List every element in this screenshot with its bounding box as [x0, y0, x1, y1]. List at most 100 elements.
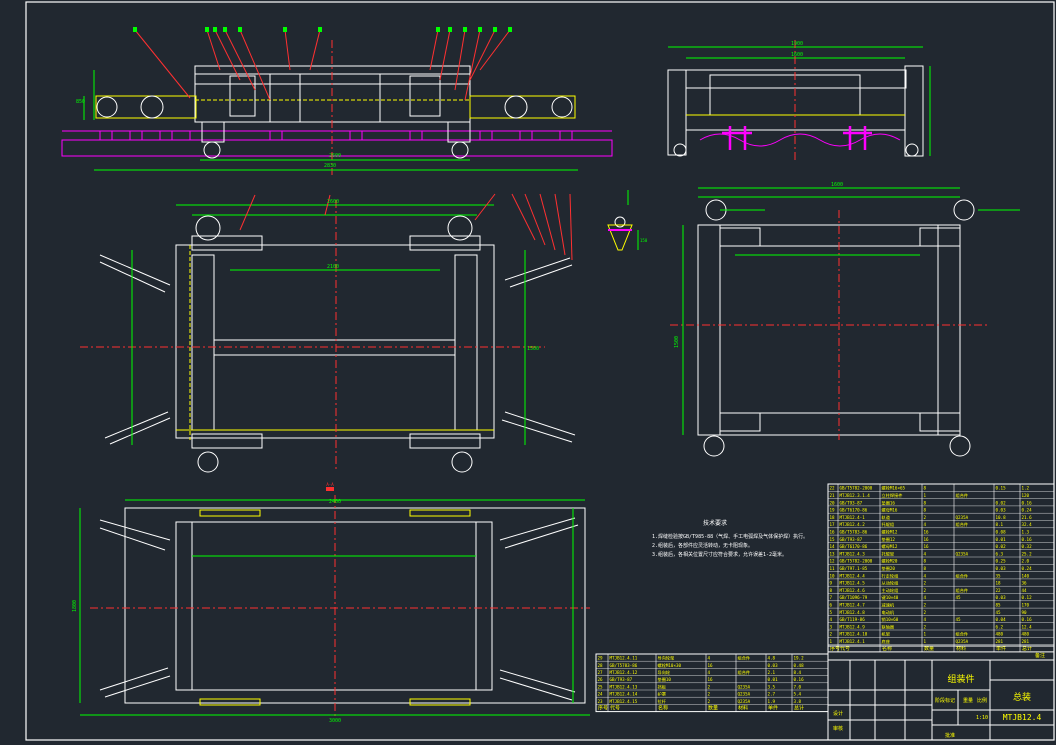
bom-left-cell: 25 [598, 684, 604, 689]
bom-right-cell: 16 [924, 530, 930, 535]
bom-right-cell: 垫圈16 [882, 499, 896, 506]
side-inner-dim: 1600 [791, 52, 803, 58]
title-approver-label: 批准 [945, 732, 955, 739]
bom-left-header-cell: 数量 [708, 705, 718, 712]
bottom-height-dim: 1800 [72, 600, 78, 612]
bom-left-cell: 4.8 [768, 656, 776, 661]
bom-right-cell: 2 [924, 515, 927, 520]
top-span-dim: 2600 [327, 199, 339, 205]
bom-right-cell: 10 [830, 573, 836, 578]
bom-left-cell: 2.1 [768, 670, 776, 675]
bom-left-cell: MTJB12.4.13 [610, 684, 638, 689]
bom-right-cell: 281 [996, 639, 1004, 644]
bom-right-cell: 13 [830, 551, 836, 556]
right-total-dim: 1600 [831, 182, 843, 188]
bom-right-cell: 1 [924, 493, 927, 498]
bom-right-cell: GB/T97.1-85 [840, 566, 868, 571]
bom-left-header-cell: 单件 [768, 705, 778, 712]
bom-right-cell: 销10×60 [882, 616, 899, 623]
bom-left-header-cell: 材料 [738, 705, 748, 712]
bom-right-cell: 140 [1022, 573, 1030, 578]
bom-right-cell: 6 [830, 603, 833, 608]
bom-right-cell: 18 [830, 515, 836, 520]
bom-right-cell: 4 [830, 617, 833, 622]
bom-right-cell: MTJB12.4.6 [840, 588, 866, 593]
bom-left-cell: Q235A [738, 684, 751, 689]
bom-right-cell: 45 [956, 595, 962, 600]
bom-right-cell: 32.4 [1022, 522, 1033, 527]
bom-right-cell: MTJB12.4.1 [840, 639, 866, 644]
bom-left-cell: MTJB12.4.15 [610, 699, 638, 704]
bom-right-cell: 从动轮组 [882, 580, 899, 587]
bom-right-cell: 120 [1022, 493, 1030, 498]
bom-right-cell: 6.2 [996, 624, 1004, 629]
bom-right-cell: 组合件 [956, 572, 969, 579]
bom-right-cell: Q235A [956, 515, 969, 520]
bom-right-cell: 22 [830, 486, 836, 491]
bom-left-cell: 护罩 [658, 691, 666, 698]
bottom-inner-dim: 2400 [329, 499, 341, 505]
top-height-dim: 1500 [527, 346, 539, 352]
bom-left-header-cell: 代号 [610, 705, 620, 712]
tech-notes: 技术要求 1.焊缝检验按GB/T985-88（气焊、手工电弧焊及气体保护焊）执行… [652, 519, 808, 558]
bom-right-header-cell: 数量 [924, 645, 934, 652]
bom-right-cell: MTJB12.4.5 [840, 581, 866, 586]
bom-right-cell: 3 [830, 624, 833, 629]
bom-right-cell: GB/T5783-86 [840, 530, 868, 535]
bom-right-cell: 21 [830, 493, 836, 498]
bom-right-cell: 0.15 [996, 486, 1007, 491]
title-part-name: 组装件 [947, 673, 974, 685]
bom-left-cell: Q235A [738, 699, 751, 704]
bom-right-cell: 15 [830, 537, 836, 542]
bom-right-cell: 0.24 [1022, 566, 1033, 571]
bom-left-header-cell: 名称 [658, 705, 668, 712]
bom-left-cell: 2 [708, 684, 711, 689]
section-mark: A-A [326, 482, 334, 487]
front-bottom-dim: 2600 [329, 153, 341, 159]
title-mass-label: 重量 [963, 697, 973, 704]
bom-right-cell: 16 [924, 544, 930, 549]
bom-right-cell: MTJB12.4.2 [840, 522, 866, 527]
bom-right-cell: 减速机 [882, 602, 895, 609]
bom-right-cell: 170 [1022, 603, 1030, 608]
bom-right-cell: GB/T5782-2000 [840, 486, 873, 491]
bom-right-cell: 21.6 [1022, 515, 1033, 520]
bom-left-cell: 拉杆 [658, 698, 667, 705]
bom-right-cell: 1 [924, 639, 927, 644]
bom-right-cell: 44 [1022, 588, 1028, 593]
bom-right-cell: 9 [830, 581, 833, 586]
bom-right-cell: GB/T93-87 [840, 500, 863, 505]
bom-right-cell: 6.3 [996, 551, 1004, 556]
bom-right-cell: Q235A [956, 639, 969, 644]
bom-right-cell: MTJB12.4-1 [840, 515, 866, 520]
bom-left-cell: 导向轮架 [658, 655, 675, 662]
bom-left-cell: 2.7 [768, 692, 776, 697]
title-drawing-no: MTJB12.4 [1003, 713, 1042, 722]
bom-right-cell: 0.25 [996, 559, 1007, 564]
bom-left-cell: MTJB12.4.11 [610, 656, 638, 661]
bom-right-cell: 4 [924, 573, 927, 578]
bom-right-cell: Q235A [956, 551, 969, 556]
front-height-dim: 850 [76, 99, 85, 105]
bom-right-cell: 480 [996, 632, 1004, 637]
bom-right-cell: 2 [924, 588, 927, 593]
bom-left-cell: 3.8 [794, 699, 802, 704]
bom-right-cell: 18 [996, 581, 1002, 586]
bom-right-cell: 1.3 [1022, 530, 1030, 535]
bom-right-frame [827, 483, 1055, 653]
top-plan-view [80, 190, 639, 473]
title-checker-label: 审核 [833, 725, 843, 732]
bom-right-cell: 螺母M16 [882, 507, 898, 514]
bom-right-cell: MTJB12.4.7 [840, 603, 866, 608]
bom-left-cell: 23 [598, 699, 604, 704]
bom-right-cell: 1 [924, 632, 927, 637]
bom-right-cell: 11 [830, 566, 836, 571]
bom-right-cell: 10.8 [996, 515, 1007, 520]
title-stage-label: 阶段标记 [935, 697, 955, 704]
bom-right-cell: 行走轮组 [882, 572, 899, 579]
bom-left-cell: 28 [598, 663, 604, 668]
bracket-height-dim: 150 [640, 238, 648, 243]
tech-note-line-2: 2.组装后，各部件应灵活转动，无卡阻现象。 [652, 542, 753, 549]
